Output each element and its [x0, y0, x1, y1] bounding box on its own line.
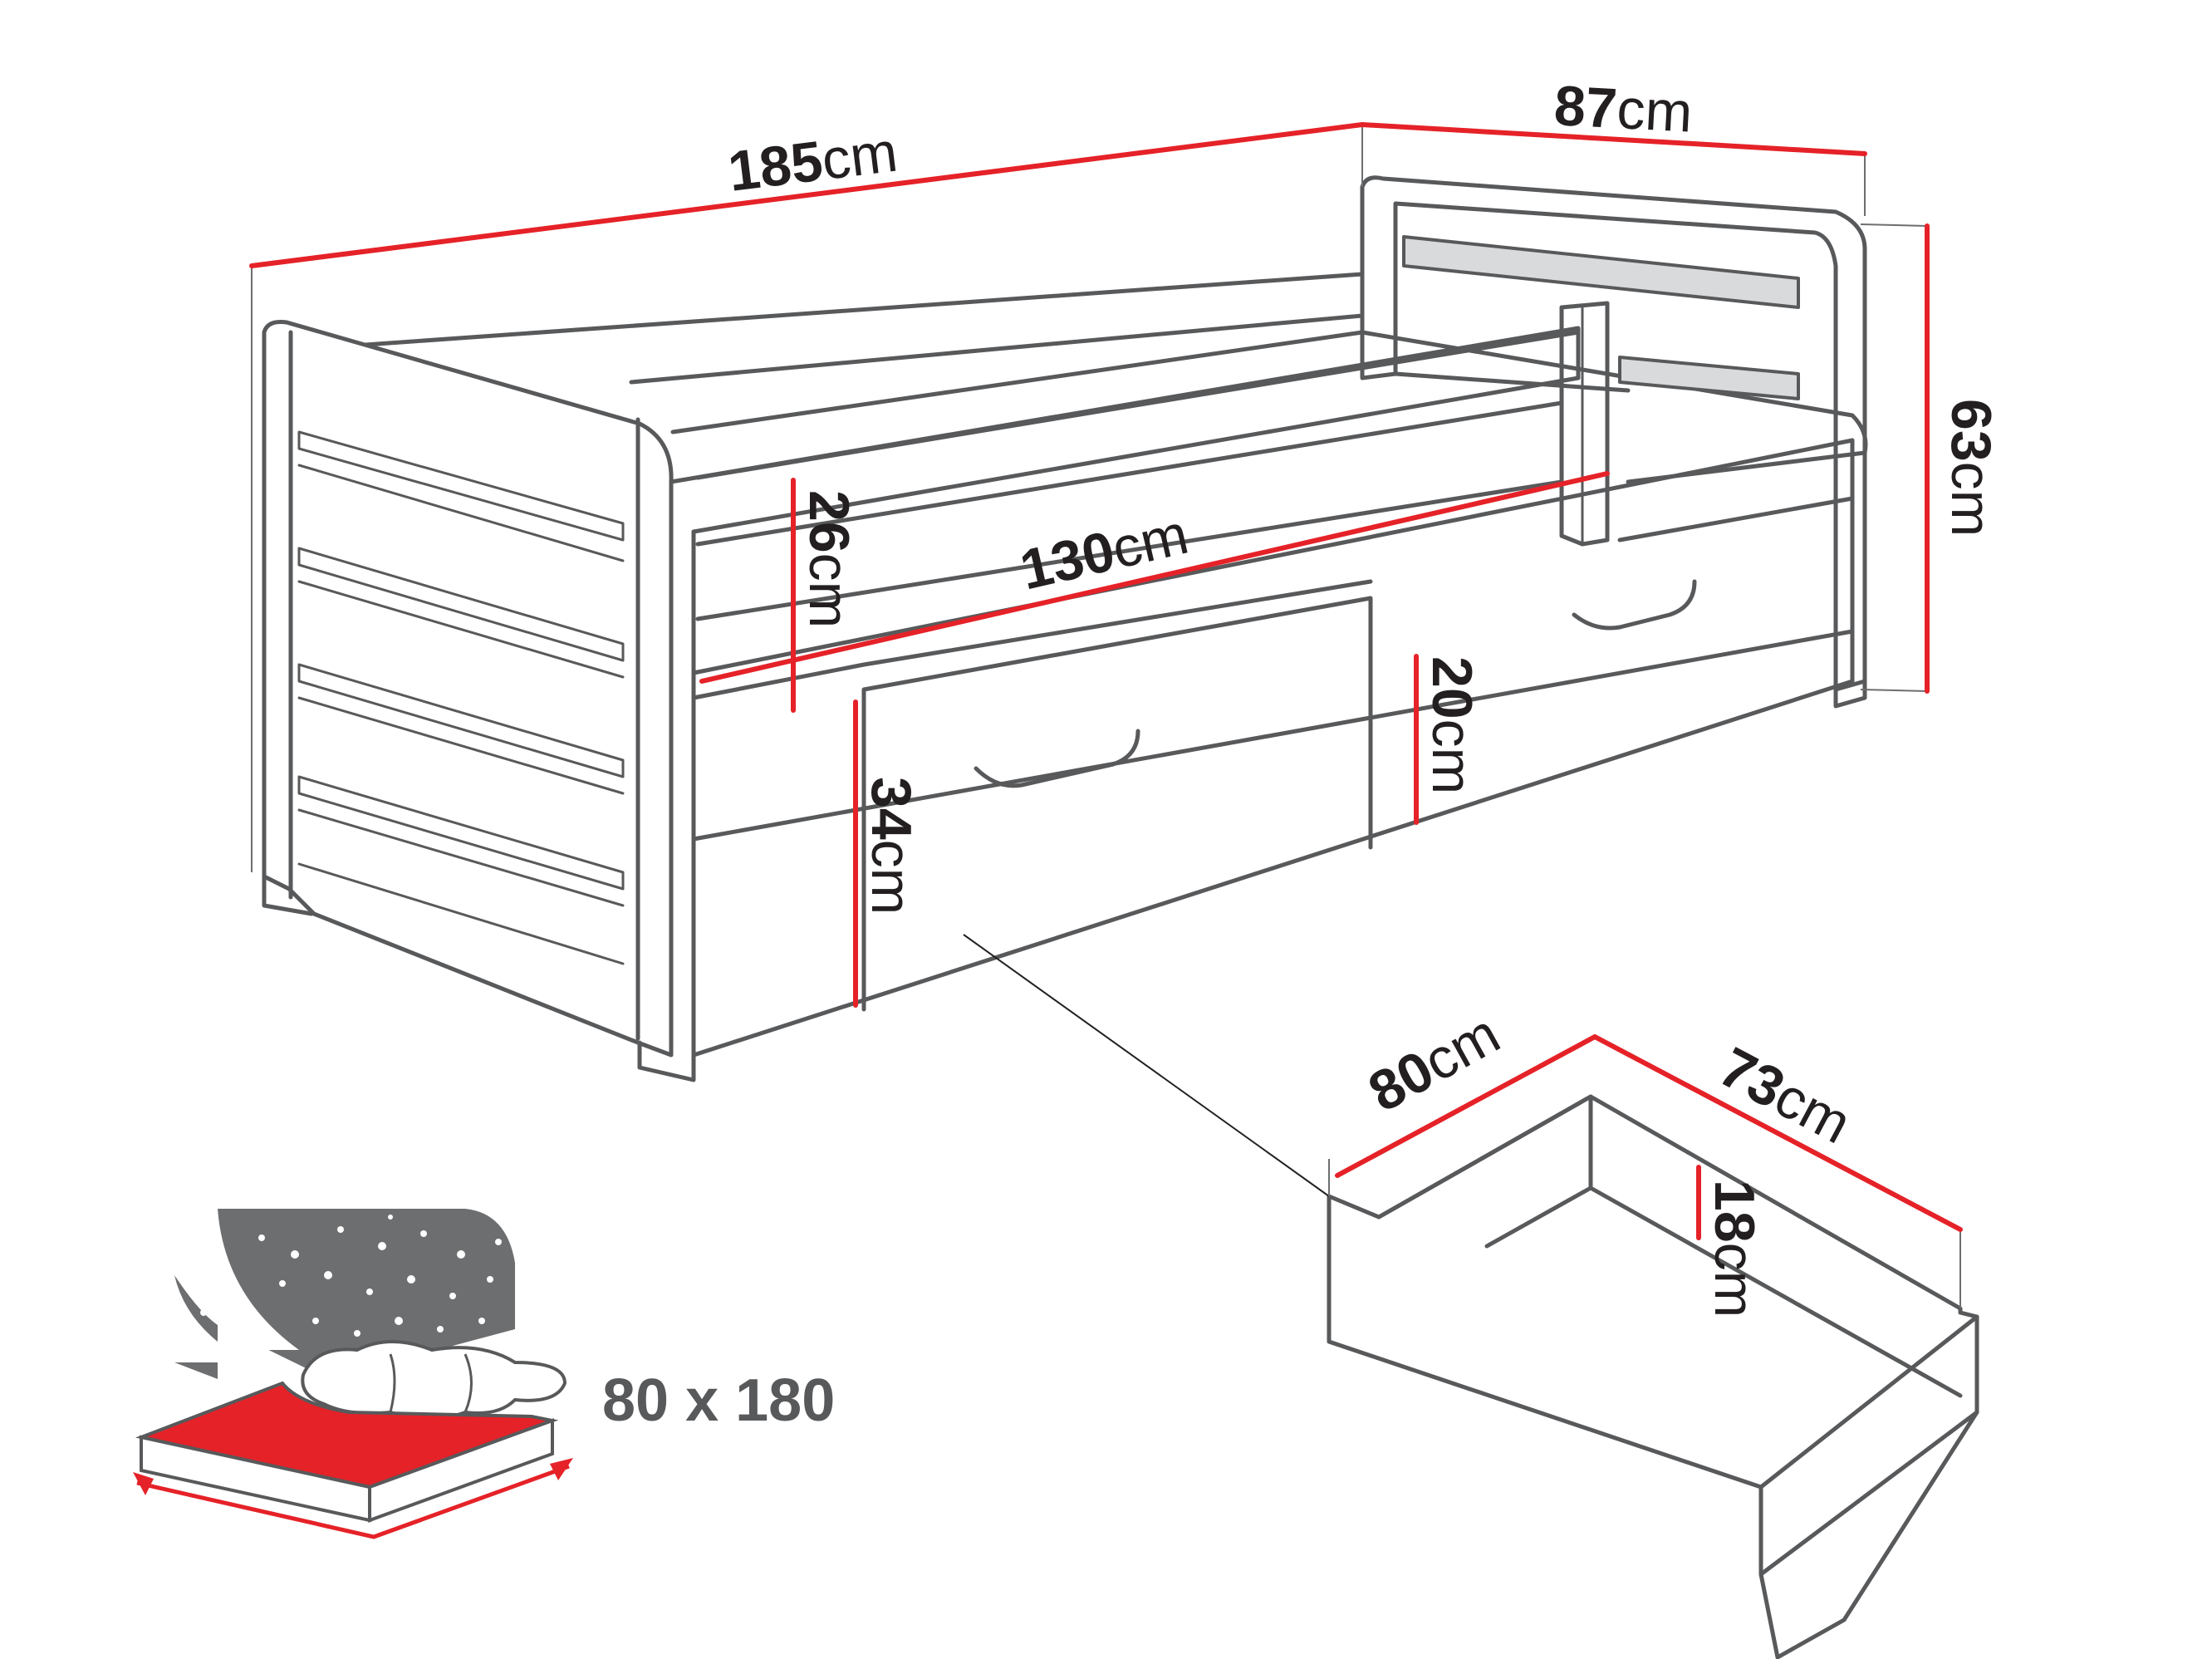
safety-guard [695, 330, 1581, 621]
dim-line-185 [249, 122, 1365, 268]
label-80: 80cm [1358, 1002, 1509, 1124]
drawer-front-panel [1758, 1410, 1979, 1659]
label-20: 20cm [1420, 656, 1484, 794]
guard-post-right [1559, 301, 1610, 547]
drawer-inner-back [1376, 1094, 1963, 1398]
dim-line-80 [1335, 1034, 1597, 1178]
drawer-drawing [963, 934, 1979, 1659]
lower-frame [691, 438, 1855, 1058]
label-185: 185cm [725, 120, 901, 204]
label-18: 18cm [1703, 1180, 1766, 1318]
bed-platform [670, 330, 1868, 484]
night-sky-icon [218, 1209, 515, 1379]
dimension-labels: 185cm 87cm 63cm 26cm 130cm 34cm 20cm 80c… [725, 74, 2003, 1318]
front-rail [669, 326, 1581, 534]
drawer-front-left [861, 596, 1373, 1012]
label-87: 87cm [1552, 74, 1694, 145]
drawer-box-outer [1327, 1094, 1979, 1577]
mattress-top [135, 1381, 559, 1490]
drawer-handle-right [1572, 579, 1697, 631]
pillow-icon [301, 1340, 567, 1421]
footboard-slot-top [1402, 235, 1800, 309]
bed-drawing [251, 125, 1928, 1082]
dim-line-73 [1592, 1034, 1963, 1232]
label-63: 63cm [1940, 399, 2003, 537]
mattress-icon [133, 1209, 573, 1539]
drawer-leader-line [963, 934, 1330, 1197]
label-26: 26cm [797, 490, 861, 628]
dim-line-87 [1360, 122, 1867, 156]
left-headboard-panel [262, 320, 674, 1058]
headboard-slats [297, 430, 625, 891]
right-footboard-panel [1360, 175, 1867, 692]
mattress-size-arrows [136, 1464, 570, 1539]
star-icon [188, 1215, 502, 1345]
mattress-size-label: 80 x 180 [602, 1367, 835, 1434]
footboard-slot-mid [1618, 356, 1800, 400]
dim-line-130 [699, 471, 1610, 684]
label-34: 34cm [860, 777, 923, 915]
back-rail [363, 272, 1365, 385]
drawer-handle-left [974, 729, 1140, 788]
left-headboard-edge [288, 330, 640, 1041]
dimension-lines [249, 122, 1963, 1240]
